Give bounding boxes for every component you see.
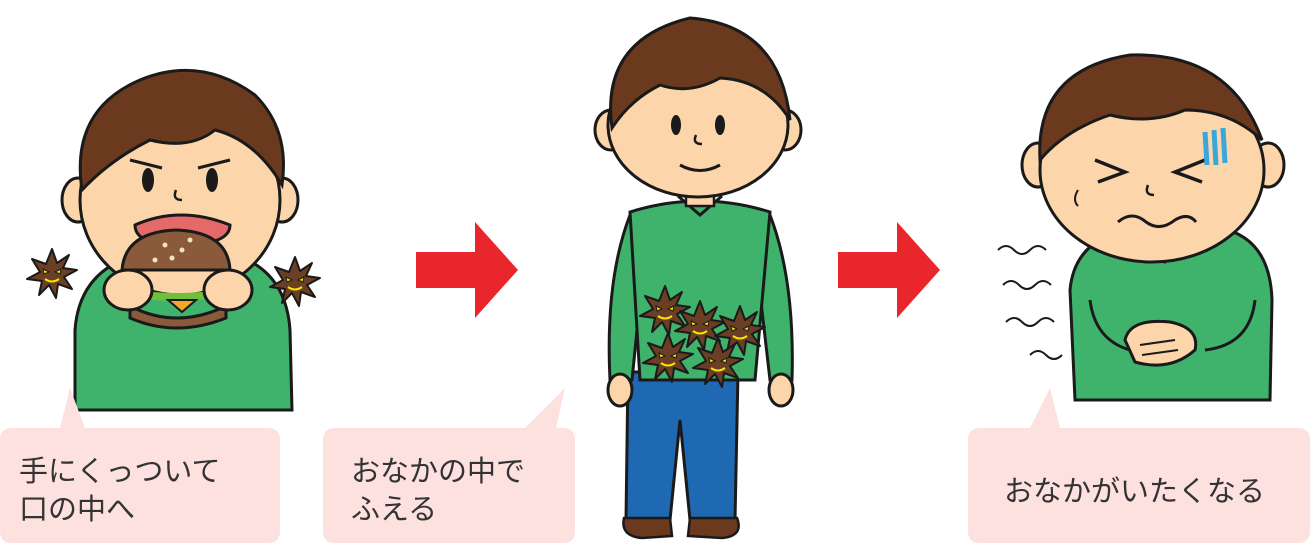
caption-bubble-1 [0, 388, 280, 543]
arrow-right-icon [416, 222, 518, 318]
caption-step1-line2: 口の中へ [19, 492, 136, 526]
caption-step2-line1: おなかの中で [351, 454, 526, 488]
caption-step1-line1: 手にくっついて [19, 454, 221, 488]
caption-bubble-3 [968, 388, 1310, 543]
caption-step2-line2: ふえる [351, 492, 438, 526]
caption-step3-line1: おなかがいたくなる [1004, 474, 1266, 508]
sweat-mark-icon [1202, 127, 1228, 166]
hamburger-icon [102, 228, 254, 330]
caption-step1: 手にくっついて 口の中へ [19, 452, 221, 528]
boy-standing-figure [593, 16, 803, 540]
germ-icon [26, 248, 78, 299]
arrow-right-icon [838, 222, 940, 318]
caption-step2: おなかの中で ふえる [351, 452, 525, 528]
caption-step3: おなかがいたくなる [1004, 472, 1265, 510]
caption-bubble-2 [323, 388, 575, 543]
boy-stomachache-figure [997, 53, 1286, 402]
